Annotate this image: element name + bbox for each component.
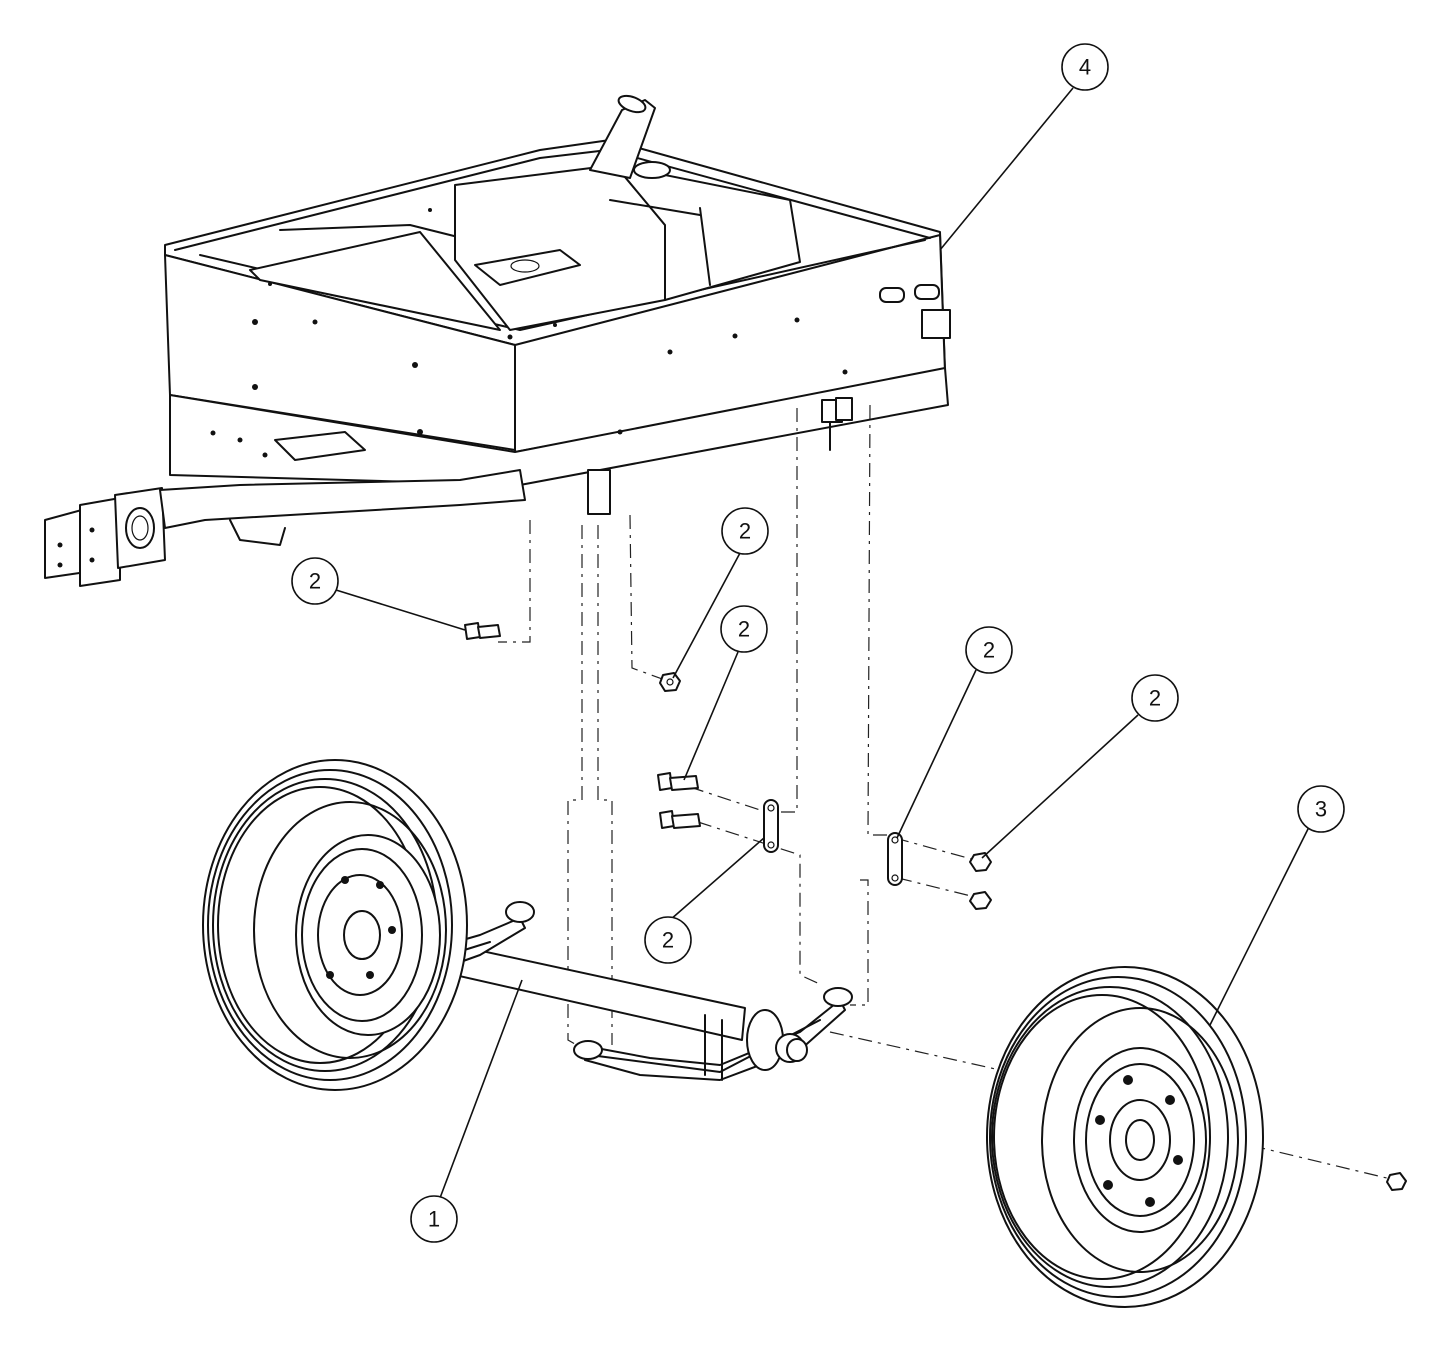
frame-holes [57,208,848,568]
callout-2-top-label: 2 [739,519,751,544]
right-wheel [986,966,1264,1308]
callout-2-lower-label: 2 [662,928,674,953]
callout-2-lower: 2 [644,916,692,964]
callout-2-mid-label: 2 [738,617,750,642]
callout-3-label: 3 [1315,797,1327,822]
nut-right-upper [969,852,992,872]
shackle-plate-right [887,832,903,886]
callout-2-far-right: 2 [1131,674,1179,722]
bolt-lower [659,810,701,829]
callout-1: 1 [410,1195,458,1243]
lug-nut [1386,1172,1407,1191]
bolt-left [464,622,501,640]
callout-2-left: 2 [291,557,339,605]
callout-2-top: 2 [721,507,769,555]
callout-4: 4 [1061,43,1109,91]
callout-3: 3 [1297,785,1345,833]
callout-4-label: 4 [1079,55,1091,80]
shackle-plate-left [763,799,779,853]
hardware-parts [464,622,1407,1191]
callout-2-far-right-label: 2 [1149,686,1161,711]
callout-1-label: 1 [428,1207,440,1232]
left-wheel [202,759,468,1091]
callout-2-right: 2 [965,626,1013,674]
axle-assembly [249,901,853,1081]
leader-lines [335,87,1311,1199]
alignment-lines [498,404,1396,1181]
callout-2-mid: 2 [720,605,768,653]
hopper-frame [44,94,951,587]
nut-center [659,672,681,692]
nut-right-lower [969,891,992,910]
bolt-upper [657,772,699,791]
callout-2-left-label: 2 [309,569,321,594]
callout-2-right-label: 2 [983,638,995,663]
